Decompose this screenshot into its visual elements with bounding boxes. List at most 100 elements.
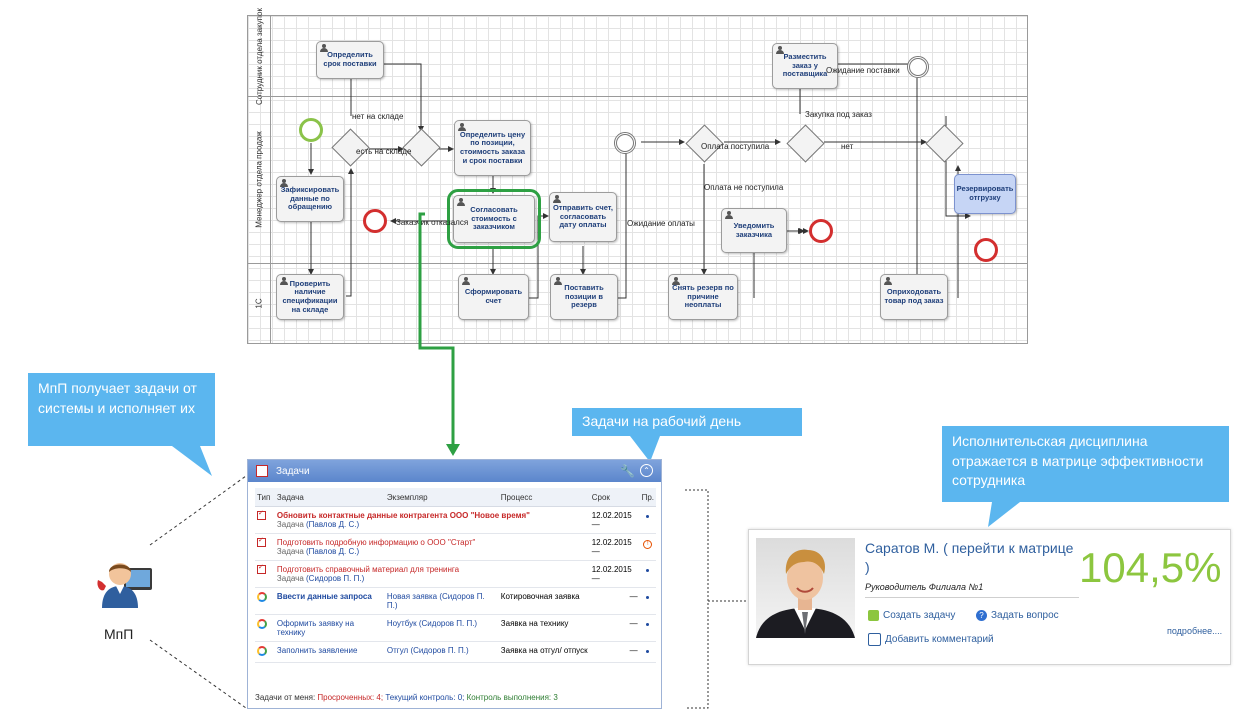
task-agree-cost: Согласовать стоимость с заказчиком — [447, 189, 541, 249]
flow-label: Ожидание поставки — [826, 66, 900, 75]
lane-sales-manager: Менеджер отдела продаж — [248, 96, 271, 263]
instance-link[interactable]: Новая заявка — [386, 592, 438, 601]
assignee-link[interactable]: (Сидоров П. П.) — [306, 574, 365, 583]
flow-label: Заказчик отказался — [396, 218, 469, 227]
process-task-icon — [257, 646, 267, 656]
task-link[interactable]: Заполнить заявление — [276, 646, 358, 655]
task-type-icon — [257, 536, 266, 547]
task-link[interactable]: Оформить заявку на технику — [276, 619, 355, 637]
tasks-footer: Задачи от меня: Просроченных: 4; Текущий… — [255, 693, 558, 702]
user-label: МпП — [104, 626, 134, 642]
user-task-icon — [320, 44, 328, 52]
tasks-table: Тип Задача Экземпляр Процесс Срок Пр. Об… — [255, 488, 656, 663]
efficiency-score: 104,5% — [1079, 544, 1222, 591]
overdue-link[interactable]: Просроченных: 4; — [317, 693, 384, 702]
table-row[interactable]: Заполнить заявление Отгул (Сидоров П. П.… — [255, 641, 656, 663]
collapse-icon[interactable]: ⌃ — [640, 464, 653, 477]
lane-separator — [248, 96, 1027, 97]
flow-label: нет на складе — [352, 112, 404, 121]
priority-dot-icon — [646, 569, 650, 572]
flow-label: Оплата не поступила — [704, 183, 784, 192]
timer-event-icon — [614, 132, 636, 154]
user-task-icon — [280, 277, 288, 285]
task-send-invoice: Отправить счет, согласовать дату оплаты — [549, 192, 617, 242]
wrench-icon[interactable]: 🔧 — [620, 464, 635, 478]
employee-role: Руководитель Филиала №1 — [865, 582, 984, 592]
task-determine-price: Определить цену по позиции, стоимость за… — [454, 120, 531, 176]
end-event — [809, 219, 833, 243]
comment-icon — [868, 633, 881, 646]
task-check-spec: Проверить наличие спецификации на складе — [276, 274, 344, 320]
bpmn-diagram: Сотрудник отдела закупок Менеджер отдела… — [247, 8, 1028, 344]
process-task-icon — [257, 592, 267, 602]
flow-label: Ожидание оплаты — [627, 219, 695, 228]
flow-label: есть на складе — [356, 147, 412, 156]
current-control-link[interactable]: Текущий контроль: 0; — [385, 693, 465, 702]
priority-dot-icon — [646, 650, 650, 653]
employee-name: Саратов М. ( перейти к матрице ) — [865, 540, 1074, 575]
task-link[interactable]: Обновить контактные данные контрагента О… — [276, 511, 530, 520]
ask-question-button[interactable]: ?Задать вопрос — [976, 610, 1059, 621]
table-row[interactable]: Обновить контактные данные контрагента О… — [255, 506, 656, 534]
user-task-icon — [457, 198, 465, 206]
col-process: Процесс — [498, 488, 590, 507]
task-type-icon — [257, 563, 266, 574]
instance-link[interactable]: Отгул — [386, 646, 409, 655]
employee-photo — [756, 538, 855, 638]
tasks-checkbox-icon — [256, 465, 268, 477]
user-task-icon — [776, 46, 784, 54]
question-icon: ? — [976, 610, 987, 621]
user-task-icon — [280, 179, 288, 187]
col-type: Тип — [255, 488, 275, 507]
more-link[interactable]: подробнее.... — [1167, 626, 1223, 636]
task-link[interactable]: Подготовить подробную информацию о ООО "… — [276, 538, 476, 547]
col-priority: Пр. — [639, 488, 656, 507]
user-task-icon — [458, 123, 466, 131]
task-create-invoice: Сформировать счет — [458, 274, 529, 320]
process-task-icon — [257, 619, 267, 629]
priority-dot-icon — [646, 596, 650, 599]
lane-purchasing: Сотрудник отдела закупок — [248, 8, 271, 104]
add-comment-button[interactable]: Добавить комментарий — [868, 633, 994, 646]
user-task-icon — [554, 277, 562, 285]
assignee-link[interactable]: (Сидоров П. П.) — [386, 592, 485, 610]
assignee-link[interactable]: (Павлов Д. С.) — [306, 520, 360, 529]
flow-label: Оплата поступила — [701, 142, 770, 151]
create-task-button[interactable]: Создать задачу — [868, 610, 955, 621]
flow-label: нет — [841, 142, 854, 151]
table-row[interactable]: Подготовить подробную информацию о ООО "… — [255, 533, 656, 561]
user-task-icon — [672, 277, 680, 285]
task-receive-goods: Оприходовать товар под заказ — [880, 274, 948, 320]
priority-high-icon: ! — [643, 540, 653, 549]
callout-tasks-day: Задачи на рабочий день — [572, 408, 802, 436]
assignee-link[interactable]: (Сидоров П. П.) — [418, 619, 478, 628]
task-reserve-shipment: Резервировать отгрузку — [954, 174, 1016, 214]
user-avatar-icon — [94, 550, 154, 610]
task-link[interactable]: Ввести данные запроса — [276, 592, 372, 601]
col-instance: Экземпляр — [384, 488, 499, 507]
assignee-link[interactable]: (Павлов Д. С.) — [306, 547, 360, 556]
execution-control-link[interactable]: Контроль выполнения: 3 — [466, 693, 558, 702]
table-row[interactable]: Подготовить справочный материал для трен… — [255, 560, 656, 588]
callout-mpp: МпП получает задачи от системы и исполня… — [28, 373, 215, 446]
end-event — [363, 209, 387, 233]
table-row[interactable]: Оформить заявку на технику Ноутбук (Сидо… — [255, 614, 656, 642]
tasks-panel-title: Задачи — [276, 465, 310, 477]
table-row[interactable]: Ввести данные запроса Новая заявка (Сидо… — [255, 587, 656, 615]
assignee-link[interactable]: (Сидоров П. П.) — [410, 646, 469, 655]
lane-1c: 1С — [248, 263, 271, 343]
col-deadline: Срок — [589, 488, 640, 507]
matrix-link[interactable]: перейти к матрице — [951, 540, 1074, 556]
instance-link[interactable]: Ноутбук — [386, 619, 417, 628]
priority-dot-icon — [646, 623, 650, 626]
add-task-icon — [868, 610, 879, 621]
user-task-icon — [884, 277, 892, 285]
task-remove-reserve: Снять резерв по причине неоплаты — [668, 274, 738, 320]
tasks-panel: Задачи 🔧 ⌃ Тип Задача Экземпляр Процесс … — [247, 459, 662, 709]
end-event — [974, 238, 998, 262]
user-task-icon — [725, 211, 733, 219]
divider — [865, 597, 1079, 598]
task-link[interactable]: Подготовить справочный материал для трен… — [276, 565, 460, 574]
user-task-icon — [553, 195, 561, 203]
